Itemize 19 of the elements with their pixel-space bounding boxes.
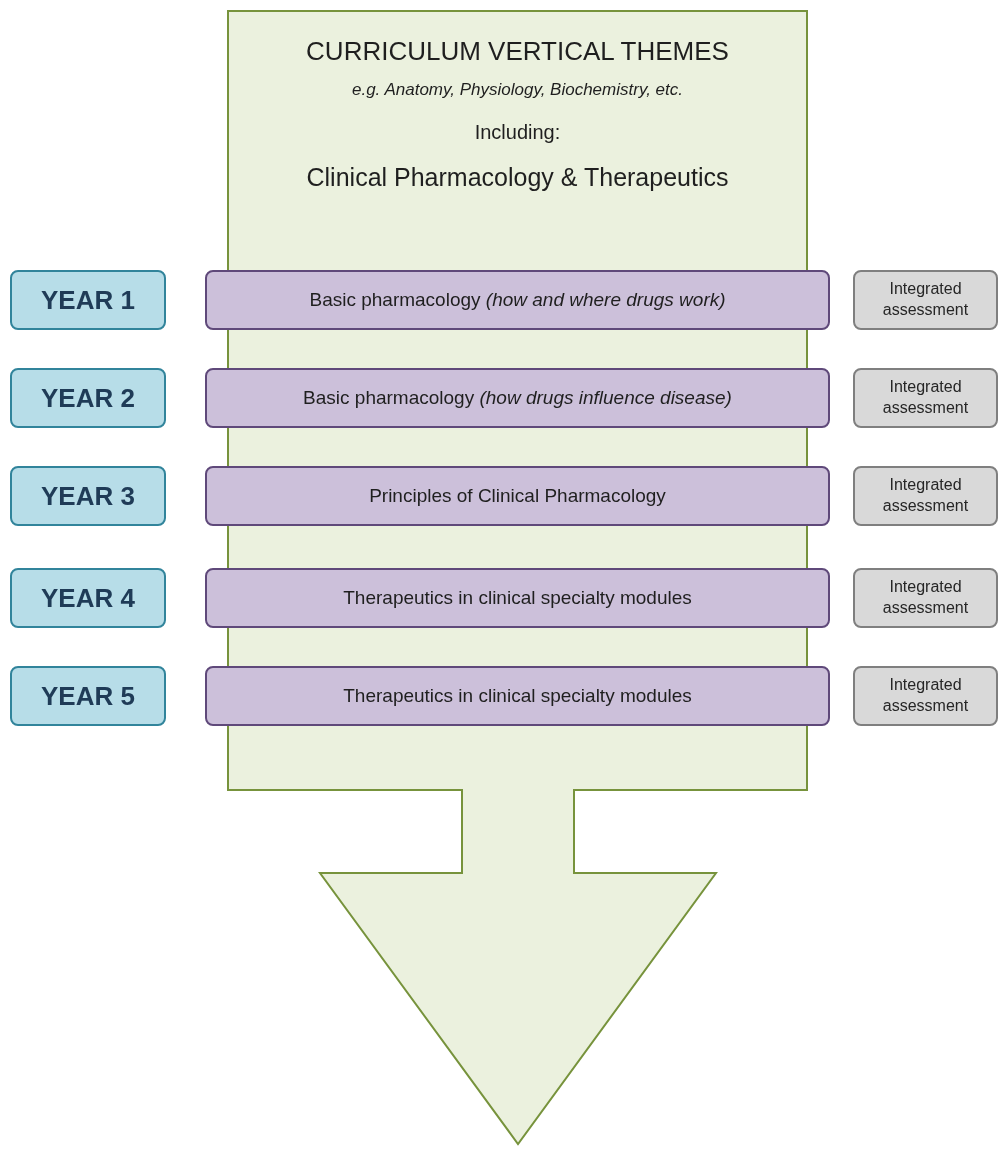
year-label: YEAR 1: [10, 270, 166, 330]
assessment-box: Integrated assessment: [853, 270, 998, 330]
theme-subtitle: Clinical Pharmacology & Therapeutics: [306, 161, 729, 193]
year-label: YEAR 3: [10, 466, 166, 526]
module-box: Therapeutics in clinical specialty modules: [205, 666, 830, 726]
module-box: Basic pharmacology (how drugs influence disease): [205, 368, 830, 428]
assessment-box: Integrated assessment: [853, 368, 998, 428]
module-box: Principles of Clinical Pharmacology: [205, 466, 830, 526]
assessment-box: Integrated assessment: [853, 466, 998, 526]
year-label: YEAR 2: [10, 368, 166, 428]
theme-note: Including:: [474, 119, 561, 145]
assessment-box: Integrated assessment: [853, 568, 998, 628]
assessment-box: Integrated assessment: [853, 666, 998, 726]
theme-examples: e.g. Anatomy, Physiology, Biochemistry, etc.: [352, 79, 683, 101]
module-box: Basic pharmacology (how and where drugs work): [205, 270, 830, 330]
module-box: Therapeutics in clinical specialty modules: [205, 568, 830, 628]
year-label: YEAR 5: [10, 666, 166, 726]
theme-title: CURRICULUM VERTICAL THEMES: [306, 35, 729, 68]
year-label: YEAR 4: [10, 568, 166, 628]
